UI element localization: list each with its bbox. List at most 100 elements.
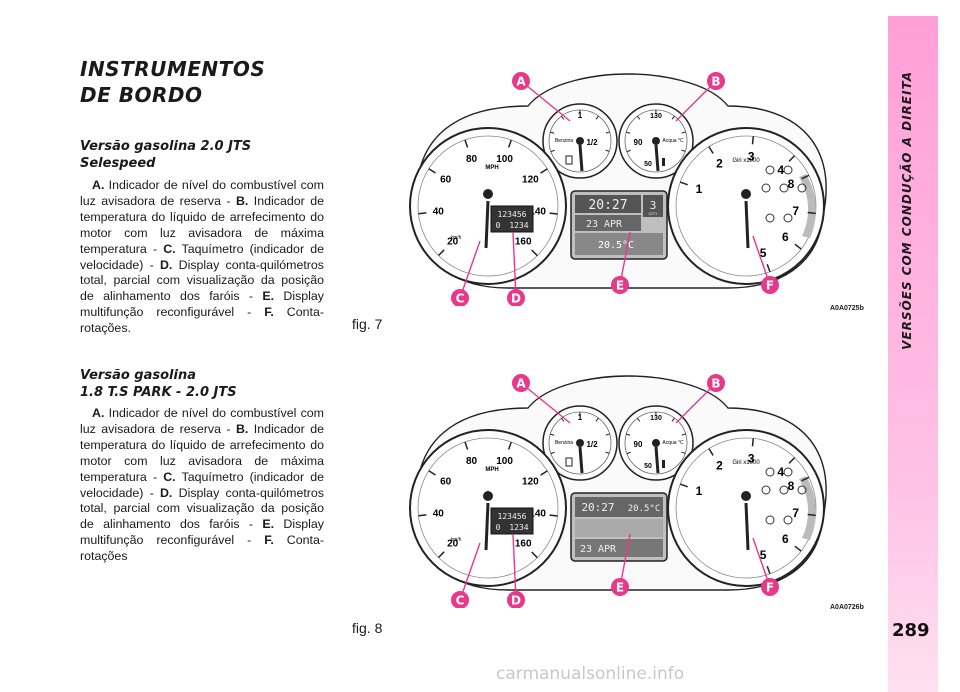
warning-light-icon xyxy=(761,485,771,495)
callout-line-a xyxy=(520,80,571,122)
rpm-label: 5 xyxy=(760,246,767,260)
odometer-mode: 0 xyxy=(496,523,501,532)
tachometer-redzone xyxy=(799,174,816,238)
rpm-tick xyxy=(794,243,802,250)
title-line-1: INSTRUMENTOS xyxy=(80,57,266,81)
item-text: Display multifunção reconfigurável - xyxy=(80,289,324,320)
callout-letter-c: C xyxy=(456,594,465,608)
temp-tick xyxy=(637,115,641,120)
rpm-label: 6 xyxy=(782,532,789,546)
temp-tick xyxy=(681,131,686,134)
item-letter: C. xyxy=(163,469,176,484)
warning-light-icon xyxy=(765,213,775,223)
item-text: Display conta-quilómetros total, parcial… xyxy=(80,485,324,532)
warning-light-icon xyxy=(797,485,807,495)
page-number: 289 xyxy=(892,620,930,641)
temp-hub xyxy=(652,137,660,145)
fuel-name-label: Benzina xyxy=(555,138,573,144)
speed-label: 80 xyxy=(466,456,478,467)
item-letter: A. xyxy=(92,406,105,420)
display-time: 20:27 xyxy=(581,501,614,514)
speed-tick xyxy=(437,551,445,559)
speed-label: 60 xyxy=(440,174,452,185)
fuel-full-label: 1 xyxy=(578,111,583,120)
speed-tick xyxy=(549,212,558,215)
speed-label: 20 xyxy=(447,236,459,247)
odometer-trip: 1234 xyxy=(509,221,528,230)
display-date-row xyxy=(575,539,663,557)
fuel-tick xyxy=(550,433,555,436)
rpm-tick xyxy=(708,448,714,456)
speedometer-hub xyxy=(483,491,493,501)
speed-label: 100 xyxy=(496,154,513,165)
section-1-title-line-2: Selespeed xyxy=(80,156,156,171)
tachometer-redzone xyxy=(799,476,816,540)
item-text: Taquímetro (indicador de velocidade) - xyxy=(80,241,324,272)
fuel-needle xyxy=(578,446,584,474)
section-2-title-line-2: 1.8 T.S PARK - 2.0 JTS xyxy=(80,385,237,400)
rpm-tick xyxy=(679,181,688,186)
display-middle-row xyxy=(575,519,663,537)
callout-line-d xyxy=(512,231,517,299)
temp-tick xyxy=(671,417,675,422)
title-line-2: DE BORDO xyxy=(80,83,203,107)
fuel-needle xyxy=(578,144,584,172)
speed-label: 160 xyxy=(515,538,532,549)
temp-needle xyxy=(654,144,660,172)
section-2-title-line-1: Versão gasolina xyxy=(80,368,196,383)
speed-tick xyxy=(437,249,445,257)
display-temp-row xyxy=(575,233,663,255)
callout-badge-f xyxy=(761,578,779,596)
callout-letter-a: A xyxy=(516,377,526,391)
callout-badge-b xyxy=(707,374,725,392)
rpm-label: 3 xyxy=(748,149,755,163)
speed-tick xyxy=(428,470,436,476)
page-title: INSTRUMENTOS DE BORDO xyxy=(80,56,265,108)
callout-badge-d xyxy=(507,289,525,307)
tachometer-needle xyxy=(744,502,750,551)
item-letter: F. xyxy=(264,305,274,320)
temp-mid-label: 90 xyxy=(634,138,643,147)
warning-light-icon xyxy=(783,467,793,477)
display-date: 23 APR xyxy=(586,219,623,230)
callout-letter-b: B xyxy=(711,377,720,391)
warning-light-icon xyxy=(783,213,793,223)
item-text: Indicador de nível do combustível com lu… xyxy=(80,178,324,208)
temp-max-label: 130 xyxy=(650,415,662,422)
speed-tick xyxy=(507,441,512,450)
fuel-name-label: Benzina xyxy=(555,440,573,446)
speed-tick xyxy=(549,514,558,517)
odometer-display xyxy=(490,507,534,535)
fuel-pump-icon xyxy=(565,457,573,467)
callout-line-b xyxy=(675,80,717,122)
callout-badge-b xyxy=(707,72,725,90)
callout-letter-e: E xyxy=(616,581,624,595)
callout-letter-d: D xyxy=(511,594,521,608)
speed-label: 120 xyxy=(522,477,539,488)
temp-tick xyxy=(681,451,686,454)
speed-label: 20 xyxy=(447,538,459,549)
rpm-tick xyxy=(766,566,771,575)
item-text: Indicador de temperatura do líquido de a… xyxy=(80,421,324,484)
speed-label: 140 xyxy=(529,207,546,218)
rpm-label: 1 xyxy=(696,484,703,498)
display-top-row xyxy=(575,497,663,517)
speed-label: 120 xyxy=(522,175,539,186)
speed-label: 40 xyxy=(433,509,445,520)
display-mode: CITY xyxy=(648,211,657,216)
odometer-display xyxy=(490,205,534,233)
item-letter: C. xyxy=(163,241,176,256)
warning-light-icon xyxy=(797,183,807,193)
item-text: Display conta-quilómetros total, parcial… xyxy=(80,257,324,304)
item-text: Display multifunção reconfigurável - xyxy=(80,517,324,548)
temp-tick xyxy=(626,433,631,436)
odometer-trip: 1234 xyxy=(509,523,528,532)
fuel-tick xyxy=(605,451,610,454)
rpm-tick xyxy=(766,264,771,273)
speed-tick xyxy=(531,249,538,257)
rpm-label: 1 xyxy=(696,182,703,196)
section-1-title: Versão gasolina 2.0 JTS Selespeed xyxy=(80,138,251,172)
display-gear: 3 xyxy=(650,199,657,212)
